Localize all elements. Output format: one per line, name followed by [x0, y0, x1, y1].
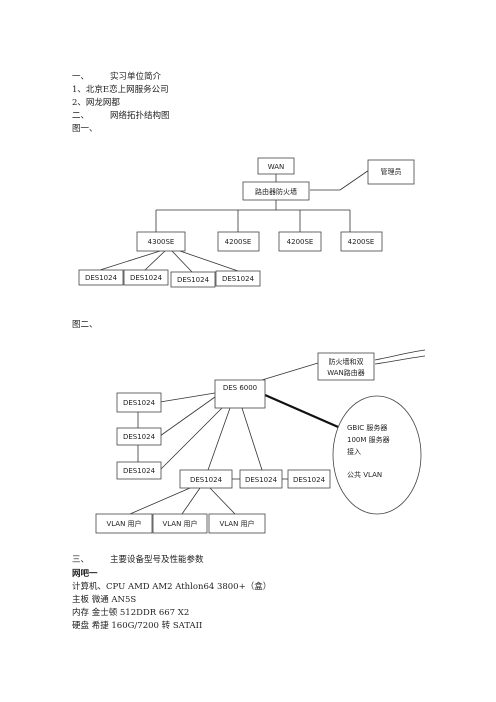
access-switch-3 [170, 271, 216, 288]
fw-label-1: 防火墙和双 [329, 357, 364, 366]
core2-label: 4200SE [225, 238, 252, 246]
core-switch-4200se-2 [278, 231, 322, 252]
spec-computer: 计算机、CPU AMD AM2 Athlon64 3800+（盒） [72, 582, 272, 592]
gbic-label-4: 公共 VLAN [347, 470, 382, 479]
section-2-title: 网络拓扑结构图 [110, 111, 170, 121]
row-switch-3 [287, 469, 331, 489]
core4-label: 4200SE [348, 238, 375, 246]
gbic-label-2: 100M 服务器 [347, 435, 390, 444]
acc3-label: DES1024 [177, 276, 210, 284]
gbic-label-1: GBIC 服务器 [347, 423, 387, 432]
acc4-label: DES1024 [222, 275, 255, 283]
vlan-user-label-3: VLAN 用户 [219, 519, 254, 528]
row1-label: DES1024 [190, 476, 223, 484]
access-switch-2 [123, 269, 169, 286]
left3-label: DES1024 [123, 467, 156, 475]
left-switch-1 [116, 392, 162, 413]
vlan-user-box-2 [152, 513, 208, 534]
router-label: 路由器防火墙 [255, 187, 297, 196]
vlan-user-label-2: VLAN 用户 [162, 519, 197, 528]
vlan-user-box-1 [95, 513, 153, 534]
gbic-label-3: 接入 [347, 447, 361, 456]
spec-motherboard: 主板 微通 AN5S [72, 595, 137, 605]
section-3-heading: 三、 主要设备型号及性能参数 [72, 555, 204, 566]
core-label: DES 6000 [223, 384, 257, 392]
row3-label: DES1024 [293, 476, 326, 484]
core1-label: 4300SE [148, 238, 175, 246]
vlan-user-label-1: VLAN 用户 [106, 519, 141, 528]
company-item-1: 1、北京E恋上网服务公司 [72, 85, 169, 95]
figure-2-label: 图二、 [72, 320, 98, 330]
section-1-heading: 一、 实习单位简介 [72, 72, 161, 83]
vlan-user-box-3 [208, 513, 266, 534]
section-2-number: 二、 [72, 111, 90, 121]
section-1-title: 实习单位简介 [110, 72, 162, 82]
left1-label: DES1024 [123, 399, 156, 407]
section-1-number: 一、 [72, 72, 90, 82]
row2-label: DES1024 [245, 476, 278, 484]
section-2-heading: 二、 网络拓扑结构图 [72, 111, 170, 122]
access-switch-1 [78, 269, 124, 286]
wan-label: WAN [268, 163, 285, 171]
core3-label: 4200SE [287, 238, 314, 246]
core-switch-des6000 [214, 379, 266, 409]
company-item-2: 2、网龙网都 [72, 98, 120, 108]
admin-box [367, 159, 415, 185]
fw-label-2: WAN路由器 [327, 368, 365, 377]
core-switch-4300se [136, 231, 186, 252]
router-firewall-box [242, 181, 310, 201]
wan-box [257, 157, 295, 175]
internet-cafe-heading: 网吧一 [72, 569, 98, 579]
server-vlan-ellipse [332, 395, 422, 515]
left-switch-3 [116, 461, 162, 480]
firewall-router-box [317, 352, 375, 381]
row-switch-2 [239, 469, 283, 489]
admin-label: 管理员 [381, 167, 402, 176]
acc1-label: DES1024 [85, 274, 118, 282]
left-switch-2 [116, 427, 162, 446]
figure-1-label: 图一、 [72, 124, 98, 134]
spec-harddisk: 硬盘 希捷 160G/7200 转 SATAII [72, 621, 203, 631]
left2-label: DES1024 [123, 433, 156, 441]
access-switch-4 [215, 270, 261, 287]
core-switch-4200se-3 [340, 231, 383, 252]
row-switch-1 [179, 469, 233, 489]
acc2-label: DES1024 [130, 274, 163, 282]
spec-memory: 内存 金士顿 512DDR 667 X2 [72, 608, 190, 618]
core-switch-4200se-1 [217, 231, 260, 252]
section-3-title: 主要设备型号及性能参数 [110, 555, 204, 565]
section-3-number: 三、 [72, 555, 90, 565]
